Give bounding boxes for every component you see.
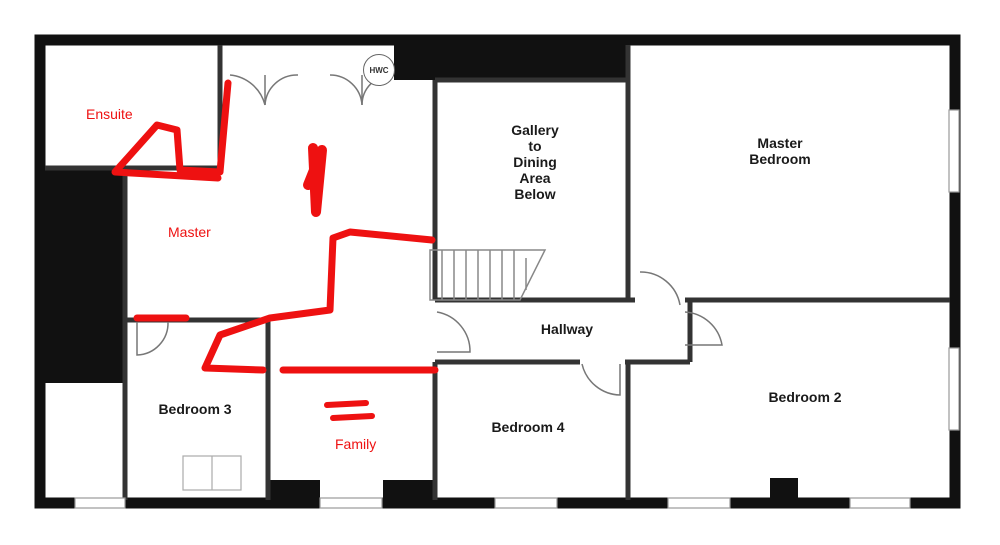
label-gallery: Gallery to Dining Area Below <box>511 122 559 202</box>
label-bedroom-3: Bedroom 3 <box>158 401 232 417</box>
outer-walls <box>34 34 961 509</box>
annotation-master: Master <box>168 224 211 240</box>
windows <box>74 109 960 509</box>
hwc-cylinder: HWC <box>363 54 395 86</box>
label-bedroom-4: Bedroom 4 <box>491 419 565 435</box>
label-bedroom-2: Bedroom 2 <box>768 389 842 405</box>
label-master-bedroom: Master Bedroom <box>749 135 811 167</box>
stairs <box>429 249 547 301</box>
wall-blocks <box>40 40 798 505</box>
skylight <box>182 455 242 491</box>
annotation-strokes <box>111 79 439 421</box>
annotation-ensuite: Ensuite <box>86 106 133 122</box>
annotation-family: Family <box>335 436 377 452</box>
inner-walls <box>45 45 950 500</box>
doors <box>136 74 723 396</box>
label-hallway: Hallway <box>540 321 594 337</box>
